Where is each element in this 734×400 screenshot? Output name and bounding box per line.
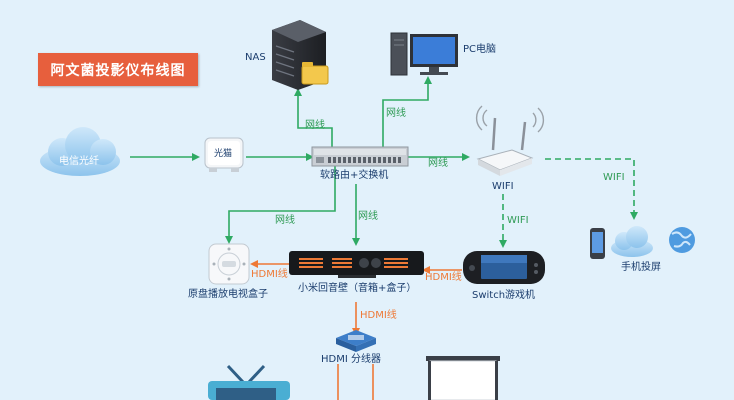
link-label-pc: 网线 bbox=[386, 108, 406, 119]
projector-screen-icon bbox=[426, 356, 500, 400]
soundbar-icon bbox=[289, 251, 424, 278]
link-label-xiaomi: 网线 bbox=[358, 211, 378, 222]
pc-label: PC电脑 bbox=[463, 44, 497, 55]
page-title: 阿文菌投影仪布线图 bbox=[38, 53, 198, 86]
wifi-links bbox=[499, 158, 638, 248]
tvbox-icon bbox=[208, 243, 250, 285]
link-label-switch-wifi: WIFI bbox=[507, 215, 529, 226]
hdmi-links bbox=[250, 260, 462, 400]
switch-label: Switch游戏机 bbox=[472, 290, 536, 301]
tvbox-label: 原盘播放电视盒子 bbox=[188, 289, 268, 300]
hdmi-label-switch: HDMI线 bbox=[425, 272, 462, 283]
splitter-label: HDMI 分线器 bbox=[321, 354, 381, 365]
tv-icon bbox=[208, 364, 290, 400]
modem-icon bbox=[204, 137, 244, 172]
modem-label: 光猫 bbox=[214, 149, 233, 159]
globe-icon bbox=[669, 227, 695, 253]
monitor-icon bbox=[390, 32, 458, 76]
hdmi-label-tvbox: HDMI线 bbox=[251, 269, 288, 280]
link-label-nas: 网线 bbox=[305, 120, 325, 131]
hdmi-label-splitter: HDMI线 bbox=[360, 310, 397, 321]
switch-icon bbox=[311, 146, 409, 167]
link-label-wifi: 网线 bbox=[428, 158, 448, 169]
phone-icon bbox=[590, 228, 605, 259]
xiaomi-label: 小米回音壁（音箱+盒子） bbox=[298, 283, 417, 294]
splitter-icon bbox=[336, 330, 376, 352]
phone-cast-label: 手机投屏 bbox=[621, 262, 661, 273]
isp-label: 电信光纤 bbox=[59, 156, 99, 167]
cloud-icon bbox=[611, 226, 653, 257]
router-icon bbox=[475, 105, 545, 176]
server-icon bbox=[272, 20, 329, 90]
cloud-icon bbox=[40, 127, 120, 176]
link-label-tvbox: 网线 bbox=[275, 215, 295, 226]
wifi-label: WIFI bbox=[492, 181, 514, 192]
lan-links bbox=[130, 76, 470, 246]
nas-label: NAS bbox=[245, 52, 266, 63]
router-label: 软路由+交换机 bbox=[320, 170, 389, 181]
console-icon bbox=[463, 251, 545, 284]
link-label-phone: WIFI bbox=[603, 172, 625, 183]
